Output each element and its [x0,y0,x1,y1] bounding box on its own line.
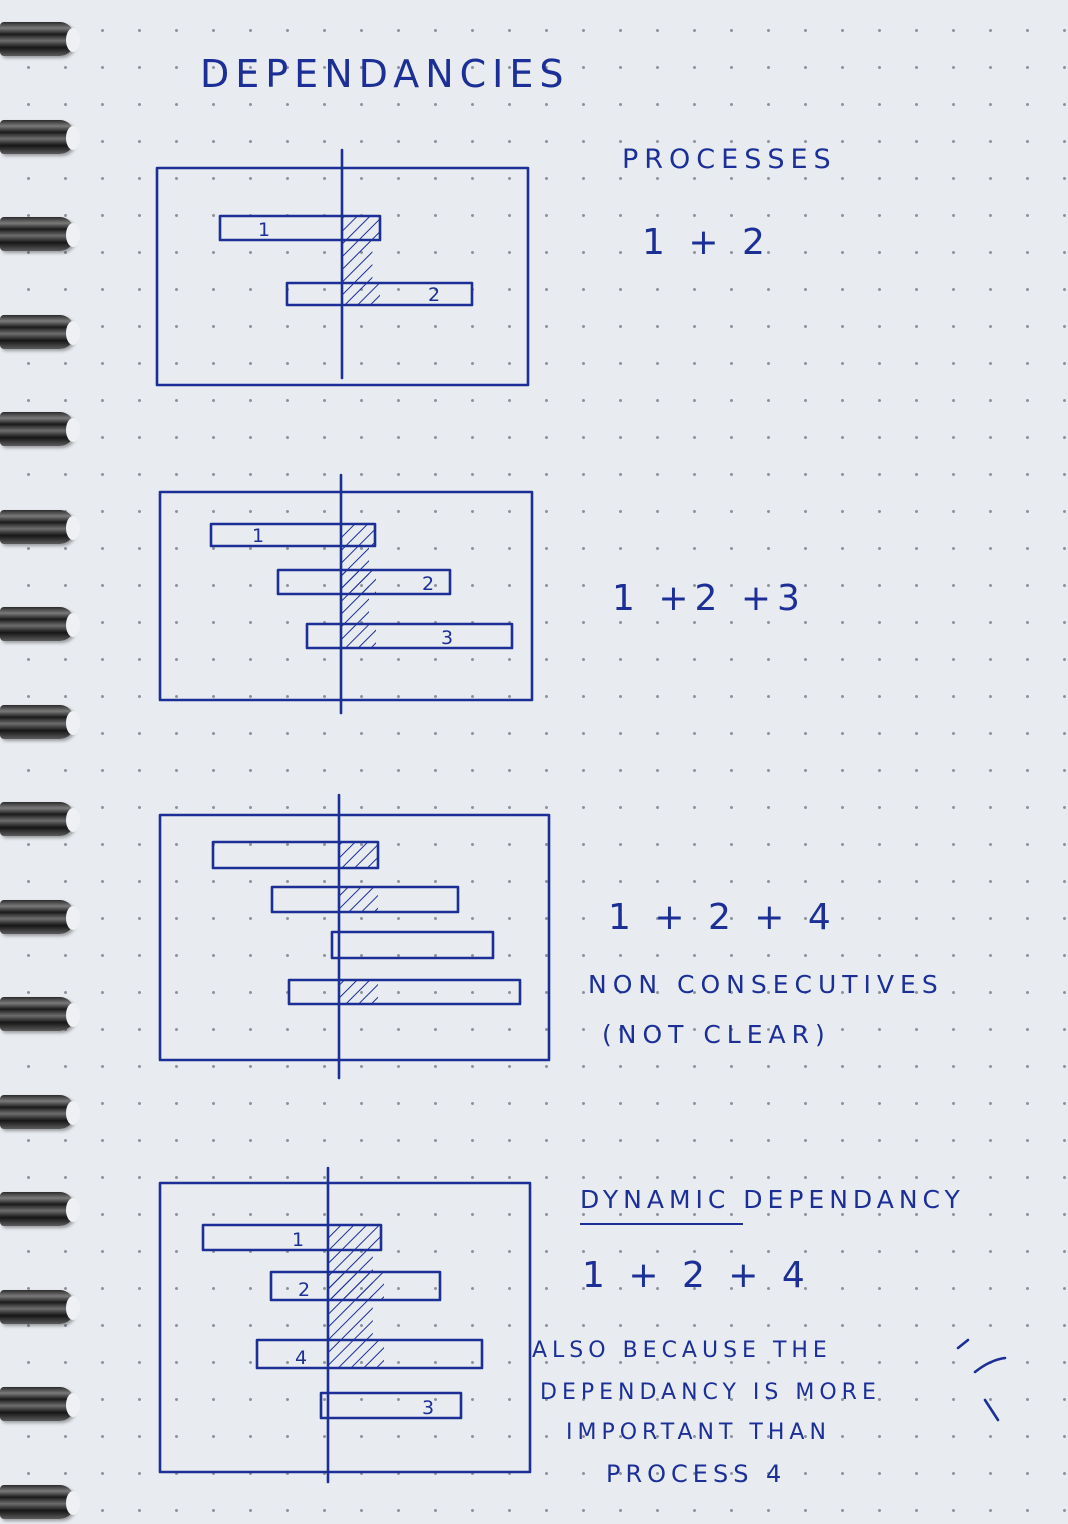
process-bar [201,1223,383,1252]
spiral-ring [0,22,80,56]
sketch-4-note-line-3: IMPORTANT THAN [566,1420,831,1445]
process-bar [211,840,380,870]
dependency-hatch [342,240,373,283]
sketch-4: 1 2 4 3 [158,1166,532,1484]
sketch-4-expression: 1 + 2 + 4 [582,1255,811,1296]
sketch-1-expression: 1 + 2 [642,222,771,263]
spiral-ring [0,1387,80,1421]
spiral-ring [0,997,80,1031]
sketch-4-heading-underline [580,1223,743,1225]
process-bar [319,1391,463,1420]
dependency-hatch [328,1340,384,1368]
dependency-hatch [342,216,380,240]
process-bar [330,930,495,960]
dependency-hatch [328,1225,381,1250]
sketch-2: 1 2 3 [158,473,534,715]
spiral-ring [0,1289,80,1324]
process-bar [305,622,514,650]
process-label: 3 [422,1397,434,1419]
sketch-3-note-line-2: (NOT CLEAR) [602,1020,831,1049]
sketch-2-expression: 1 +2 +3 [612,578,806,619]
dependency-hatch [339,980,378,1004]
spiral-ring [0,314,80,349]
dependency-hatch [341,624,376,648]
bracket-mark-bottom [983,1398,1000,1422]
process-bar [218,214,382,242]
process-bar [209,522,377,548]
sketch-3-note-line-1: NON CONSECUTIVES [588,970,944,999]
page-title: DEPENDANCIES [200,52,570,96]
sketch-frame [158,813,551,1062]
spiral-ring [0,704,80,739]
sketch-4-heading: DYNAMIC DEPENDANCY [580,1185,965,1214]
sketch-4-note-line-2: DEPENDANCY IS MORE [540,1380,881,1405]
spiral-ring [0,1094,80,1129]
sketch-3-expression: 1 + 2 + 4 [608,897,837,938]
spiral-ring [0,802,80,836]
process-label: 1 [252,525,264,547]
spiral-ring [0,217,80,251]
dependency-hatch [341,524,375,546]
sketch-4-note-line-4: PROCESS 4 [606,1460,787,1488]
dependency-hatch [328,1250,373,1340]
spiral-ring [0,1484,80,1519]
bracket-mark-top [973,1356,1007,1374]
spiral-ring [0,607,80,641]
sketch-1: 12 [155,148,530,387]
process-bar [270,885,460,914]
dependency-hatch [339,887,378,912]
sketch-3 [158,793,551,1080]
spiral-ring [0,1192,80,1226]
sketch-4-note-line-1: ALSO BECAUSE THE [532,1338,832,1363]
sketch-frame [158,490,534,702]
spiral-ring [0,119,80,154]
process-bar [285,281,474,307]
spiral-ring [0,509,80,544]
process-label: 1 [258,219,270,241]
process-bar [287,978,522,1006]
processes-heading: PROCESSES [622,144,837,175]
sketch-frame [158,1181,532,1474]
process-label: 2 [422,573,434,595]
process-label: 2 [428,284,440,306]
spiral-binding [0,0,80,1524]
dependency-hatch [342,283,380,305]
process-label: 4 [295,1347,307,1369]
process-label: 2 [298,1279,310,1301]
process-label: 3 [441,627,453,649]
spiral-ring [0,899,80,934]
dependency-hatch [339,842,378,868]
quote-mark [956,1338,970,1350]
dependency-hatch [341,546,369,624]
process-label: 1 [292,1229,304,1251]
spiral-ring [0,412,80,446]
